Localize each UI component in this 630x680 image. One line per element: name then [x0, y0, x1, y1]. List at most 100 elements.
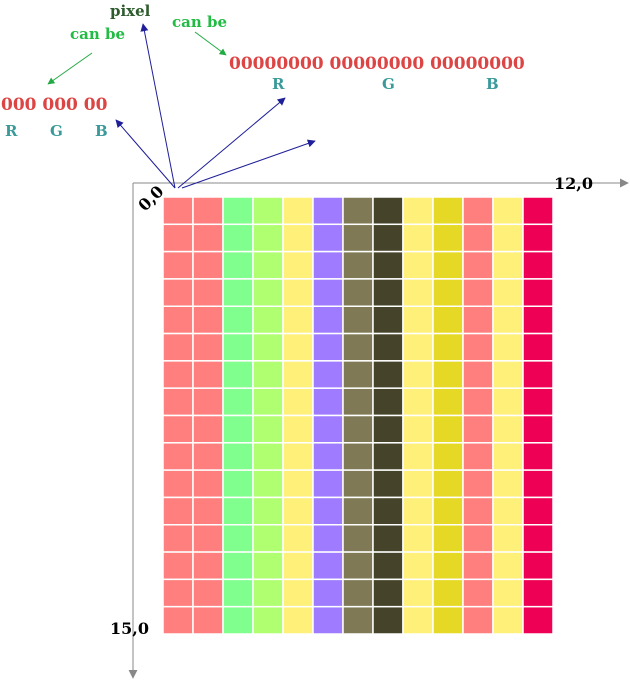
can-be-right-label: can be [172, 13, 227, 31]
pixel-cell [282, 469, 314, 499]
pixel-cell [432, 360, 464, 389]
pixel-cell [222, 469, 254, 499]
pixel-cell [252, 414, 284, 444]
pixel-cell [342, 551, 374, 581]
pixel-cell [312, 442, 344, 471]
pixel-cell [432, 469, 464, 499]
pixel-cell [492, 442, 524, 471]
pixel-cell [372, 278, 404, 307]
pixel-cell [492, 250, 524, 280]
pixel-cell [282, 414, 314, 444]
pixel-cell [432, 524, 464, 553]
pixel-cell [432, 223, 464, 253]
arrow-to-long-bits [177, 97, 286, 189]
pixel-cell [342, 469, 374, 499]
pixel-cell [312, 196, 344, 226]
pixel-cell [162, 551, 194, 581]
pixel-cell [372, 551, 404, 581]
pixel-cell [192, 223, 224, 253]
pixel-cell [432, 605, 464, 635]
pixel-cell [462, 578, 494, 608]
pixel-cell [312, 332, 344, 362]
pixel-cell [252, 442, 284, 471]
pixel-cell [312, 360, 344, 389]
pixel-cell [372, 305, 404, 335]
pixel-cell [522, 578, 554, 608]
pixel-cell [282, 578, 314, 608]
pixel-cell [372, 469, 404, 499]
pixel-cell [222, 442, 254, 471]
channel-b-long: B [486, 75, 499, 93]
pixel-cell [312, 496, 344, 526]
pixel-cell [342, 360, 374, 389]
pixel-cell [282, 551, 314, 581]
pixel-cell [402, 524, 434, 553]
pixel-cell [282, 442, 314, 471]
pixel-cell [162, 332, 194, 362]
pixel-cell [402, 469, 434, 499]
pixel-cell [342, 332, 374, 362]
pixel-cell [342, 250, 374, 280]
pixel-cell [192, 360, 224, 389]
pixel-cell [492, 278, 524, 307]
pixel-cell [282, 305, 314, 335]
pixel-cell [372, 387, 404, 417]
pixel-cell [282, 605, 314, 635]
pixel-cell [312, 469, 344, 499]
pixel-cell [402, 605, 434, 635]
pixel-cell [462, 360, 494, 389]
pixel-cell [162, 442, 194, 471]
pixel-cell [282, 332, 314, 362]
pixel-cell [252, 332, 284, 362]
pixel-cell [222, 332, 254, 362]
pixel-cell [252, 496, 284, 526]
pixel-cell [462, 250, 494, 280]
pixel-cell [312, 605, 344, 635]
pixel-cell [462, 551, 494, 581]
pixel-cell [372, 360, 404, 389]
pixel-cell [252, 469, 284, 499]
pixel-cell [192, 196, 224, 226]
pixel-cell [342, 578, 374, 608]
pixel-cell [252, 551, 284, 581]
bits-short-label: 000 000 00 [1, 95, 108, 115]
pixel-cell [222, 278, 254, 307]
pixel-cell [402, 496, 434, 526]
channel-r-short: R [5, 122, 18, 140]
pixel-cell [522, 414, 554, 444]
pixel-cell [342, 223, 374, 253]
channel-g-long: G [382, 75, 395, 93]
pixel-cell [462, 305, 494, 335]
pixel-cell [492, 496, 524, 526]
pixel-cell [342, 442, 374, 471]
pixel-cell [342, 605, 374, 635]
pixel-cell [222, 196, 254, 226]
pixel-cell [192, 469, 224, 499]
pixel-cell [312, 223, 344, 253]
x-end-label: 12,0 [554, 174, 593, 193]
pixel-cell [162, 360, 194, 389]
pixel-cell [312, 414, 344, 444]
pixel-cell [522, 223, 554, 253]
pixel-cell [492, 414, 524, 444]
pixel-cell [402, 332, 434, 362]
pixel-cell [402, 442, 434, 471]
pixel-cell [252, 196, 284, 226]
pixel-cell [372, 196, 404, 226]
arrow-can-be-right [194, 31, 227, 56]
pixel-cell [312, 305, 344, 335]
pixel-cell [522, 496, 554, 526]
pixel-cell [462, 332, 494, 362]
pixel-cell [162, 305, 194, 335]
pixel-cell [462, 223, 494, 253]
pixel-cell [192, 332, 224, 362]
pixel-cell [162, 496, 194, 526]
pixel-cell [222, 414, 254, 444]
pixel-cell [192, 387, 224, 417]
pixel-cell [282, 360, 314, 389]
pixel-cell [462, 387, 494, 417]
pixel-cell [432, 305, 464, 335]
pixel-cell [192, 496, 224, 526]
pixel-cell [432, 196, 464, 226]
